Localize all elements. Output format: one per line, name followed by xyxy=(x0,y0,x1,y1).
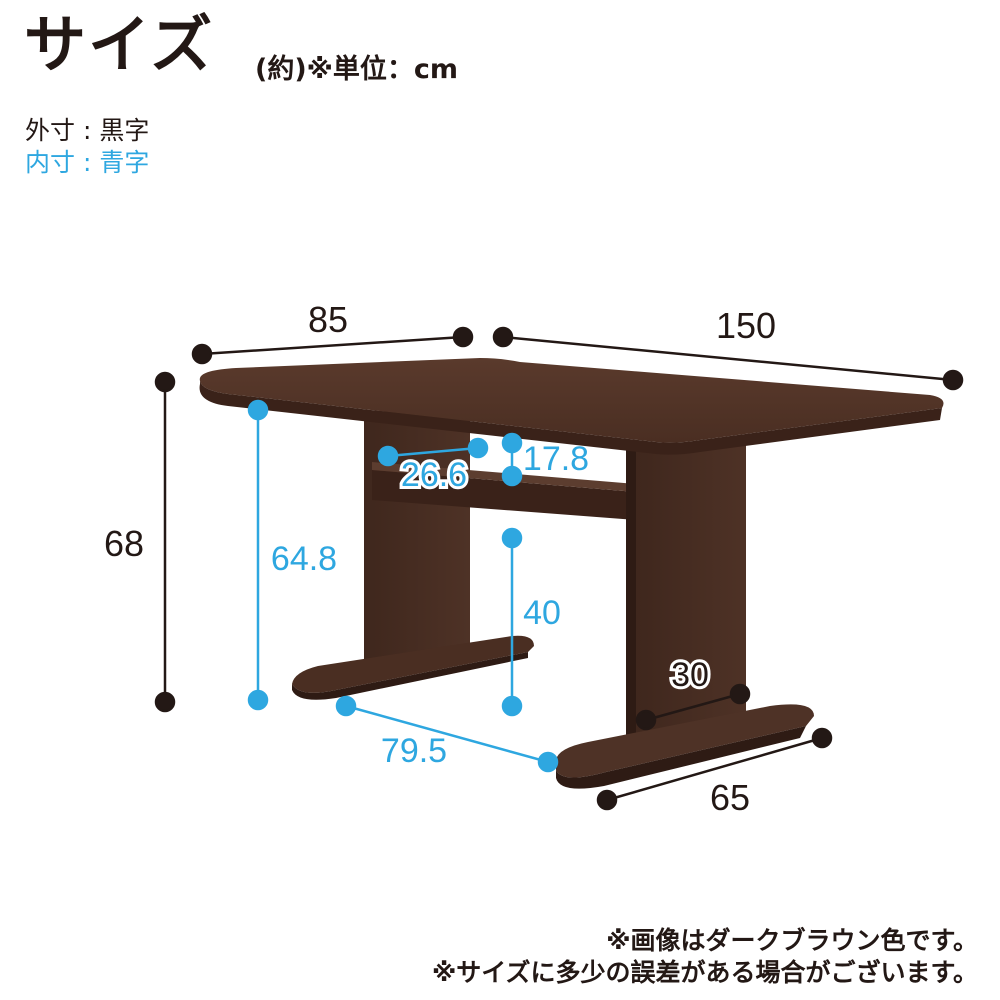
height-dimension-label: 68 xyxy=(104,523,144,564)
table-illustration xyxy=(199,358,944,789)
right-foot xyxy=(556,704,814,778)
right-leg xyxy=(636,440,746,748)
depth-dimension-label: 85 xyxy=(308,299,348,340)
legend-inner-dimension: 内寸 : 青字 xyxy=(25,148,150,177)
table-top xyxy=(199,358,944,443)
left-leg xyxy=(364,410,470,664)
leg-span-dimension-label: 79.5 xyxy=(381,732,447,770)
left-foot xyxy=(292,635,534,693)
leg-width-dimension-label: 30 xyxy=(671,656,709,694)
foot-depth-dimension-label: 65 xyxy=(710,777,750,818)
table-top-edge xyxy=(199,378,943,455)
legend-outer-dimension: 外寸 : 黒字 xyxy=(25,116,150,145)
beam-depth-dimension-label: 26.6 xyxy=(401,456,467,494)
beam-thickness-dimension-label: 17.8 xyxy=(523,440,589,478)
inner-height-dimension-label: 64.8 xyxy=(271,540,337,578)
outer-dimensions xyxy=(154,326,964,811)
width-dimension-label: 150 xyxy=(716,305,776,346)
unit-label: (約)※単位：cm xyxy=(255,54,459,85)
stretcher-beam xyxy=(372,470,636,520)
inner-dimensions xyxy=(247,399,559,773)
note-color: ※画像はダークブラウン色です。 xyxy=(606,926,978,955)
page-title: サイズ xyxy=(24,8,215,81)
beam-height-dimension-label: 40 xyxy=(523,594,561,632)
note-tolerance: ※サイズに多少の誤差がある場合がございます。 xyxy=(431,958,978,987)
